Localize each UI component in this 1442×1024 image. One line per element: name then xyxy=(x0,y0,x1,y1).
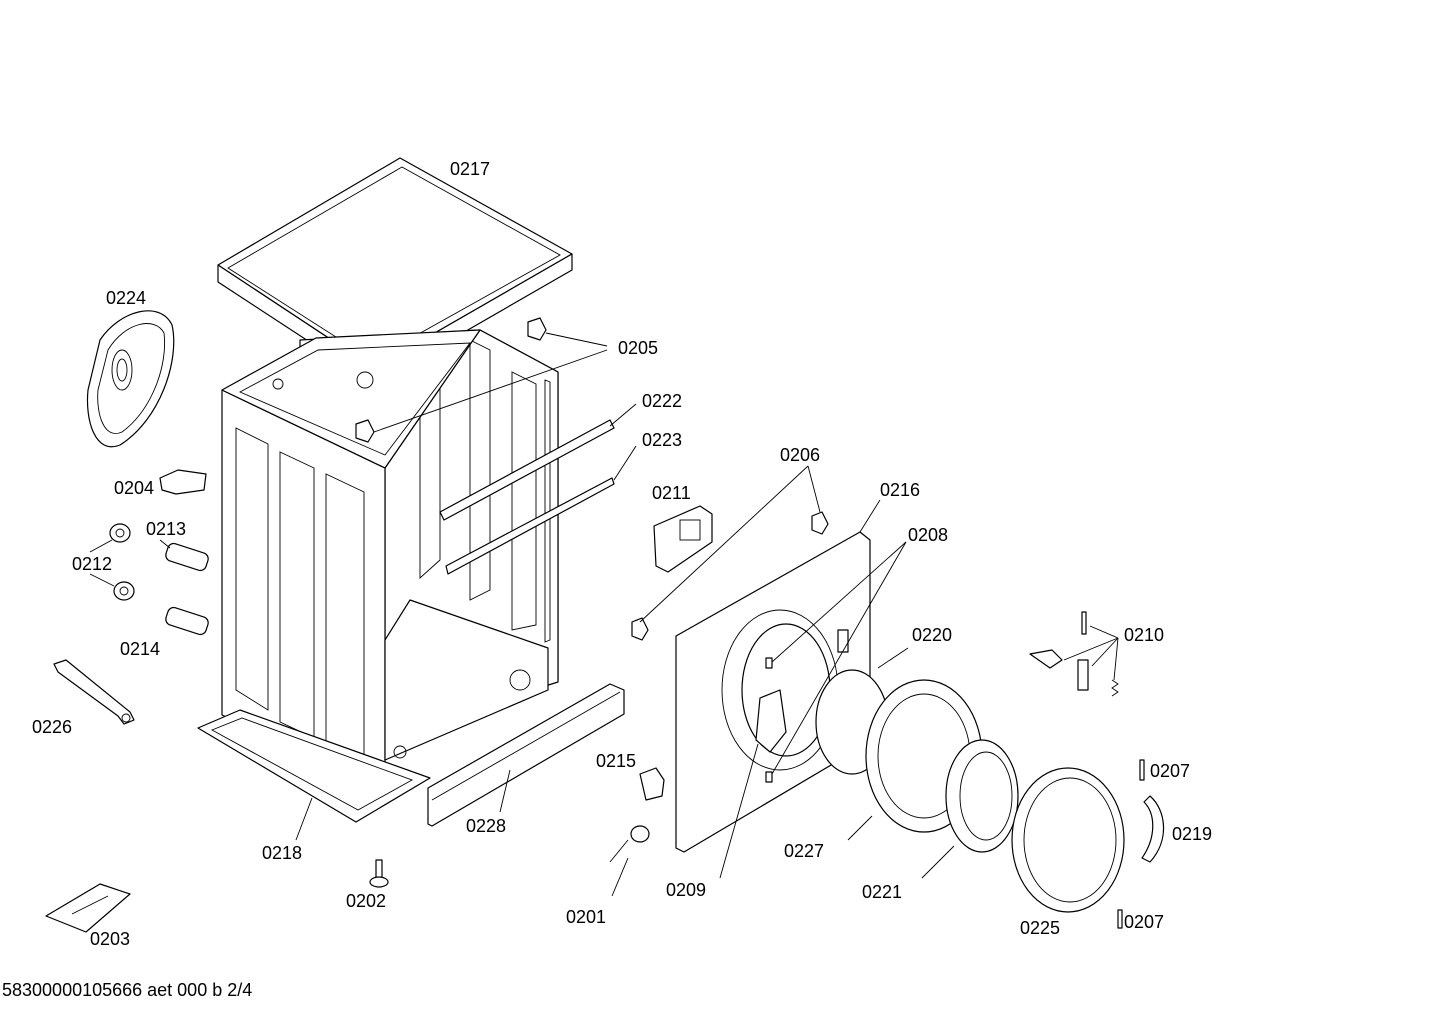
label-0201: 0201 xyxy=(566,907,606,927)
part-pin-0207a xyxy=(1139,759,1145,781)
part-lock-0211 xyxy=(653,505,713,573)
label-0202: 0202 xyxy=(346,891,386,911)
document-footer: 58300000105666 aet 000 b 2/4 xyxy=(2,980,253,1000)
part-hinge-0210 xyxy=(1029,611,1119,697)
part-front-panel xyxy=(675,531,871,853)
part-motor-0213 xyxy=(159,539,209,572)
part-clip-0206b xyxy=(631,617,649,641)
part-door-glass-0221 xyxy=(945,739,1019,853)
label-0219: 0219 xyxy=(1172,824,1212,844)
part-hinge-0205 xyxy=(355,317,547,443)
label-0206: 0206 xyxy=(780,445,820,465)
part-wrench-0226 xyxy=(53,659,135,725)
label-0215: 0215 xyxy=(596,751,636,771)
part-pin-0207b xyxy=(1117,909,1123,929)
part-clip-0206 xyxy=(811,511,829,535)
part-0215 xyxy=(639,767,665,801)
label-0222: 0222 xyxy=(642,391,682,411)
label-0210: 0210 xyxy=(1124,625,1164,645)
label-0213: 0213 xyxy=(146,519,186,539)
label-0228: 0228 xyxy=(466,816,506,836)
label-0207-upper: 0207 xyxy=(1150,761,1190,781)
part-0201 xyxy=(630,825,650,843)
part-base-plate xyxy=(197,709,431,823)
part-door-ring-0225 xyxy=(1011,767,1125,913)
label-0212: 0212 xyxy=(72,554,112,574)
label-0208: 0208 xyxy=(908,525,948,545)
label-0216: 0216 xyxy=(880,480,920,500)
label-0211: 0211 xyxy=(652,483,691,503)
part-cabinet xyxy=(221,329,615,791)
label-0223: 0223 xyxy=(642,430,682,450)
label-0225: 0225 xyxy=(1020,918,1060,938)
label-0221: 0221 xyxy=(862,882,902,902)
label-0227: 0227 xyxy=(784,841,824,861)
label-0224: 0224 xyxy=(106,288,146,308)
label-0209: 0209 xyxy=(666,880,706,900)
part-plinth xyxy=(427,683,625,827)
part-labels: 0217 0224 0205 0222 0223 0206 0216 0211 … xyxy=(32,159,1212,949)
label-0205: 0205 xyxy=(618,338,658,358)
part-rear-cover xyxy=(86,310,175,448)
part-screw-0202 xyxy=(369,859,389,888)
part-motor-0214 xyxy=(165,606,209,636)
label-0203: 0203 xyxy=(90,929,130,949)
leader-lines xyxy=(89,332,1119,897)
part-clip-0204 xyxy=(159,469,207,495)
part-bracket-0203 xyxy=(45,883,131,933)
part-foot-0212-top xyxy=(109,523,131,543)
label-0214: 0214 xyxy=(120,639,160,659)
label-0204: 0204 xyxy=(114,478,154,498)
part-foot-0212-bottom xyxy=(113,581,135,601)
part-handle-0219 xyxy=(1141,795,1165,863)
label-0217: 0217 xyxy=(450,159,490,179)
label-0218: 0218 xyxy=(262,843,302,863)
label-0207-lower: 0207 xyxy=(1124,912,1164,932)
label-0220: 0220 xyxy=(912,625,952,645)
label-0226: 0226 xyxy=(32,717,72,737)
